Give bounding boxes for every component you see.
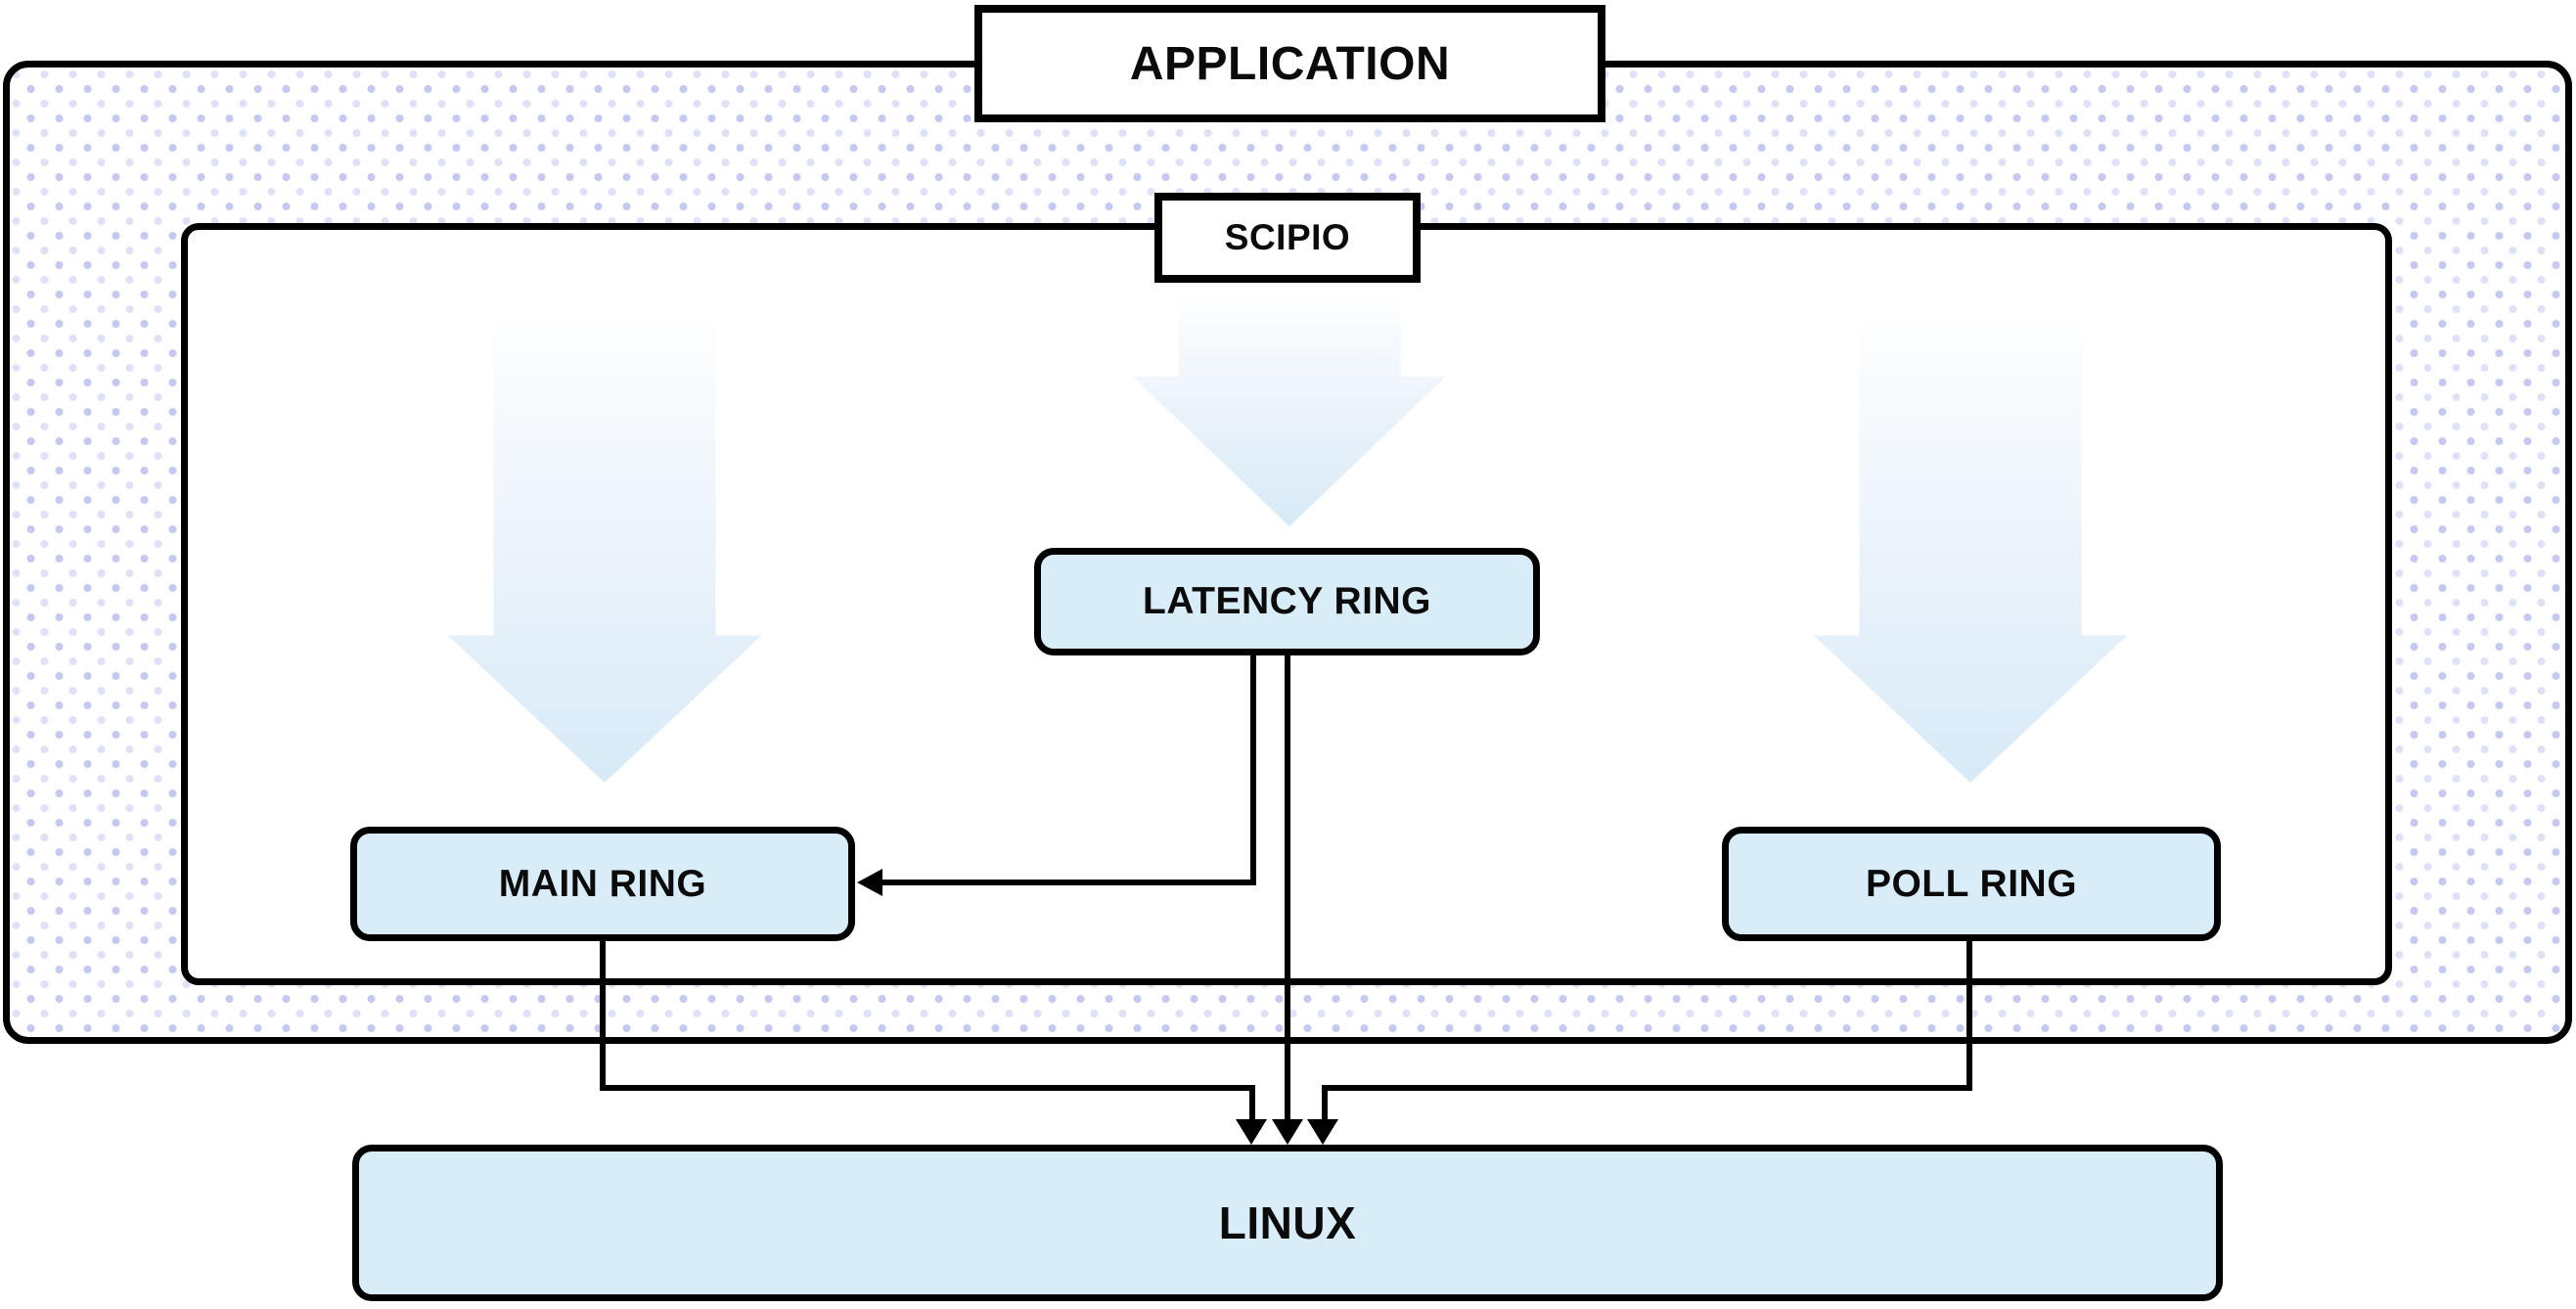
latency-ring-node: LATENCY RING — [1034, 548, 1540, 655]
linux-label: LINUX — [1218, 1197, 1357, 1248]
connector-main-drop — [600, 937, 606, 1091]
connector-poll-horizontal — [1322, 1085, 1972, 1091]
scipio-label: SCIPIO — [1224, 217, 1351, 257]
application-box: APPLICATION — [974, 5, 1605, 122]
connector-poll-drop — [1966, 937, 1972, 1091]
connector-latency-to-main-horizontal — [877, 880, 1256, 885]
poll-ring-label: POLL RING — [1865, 862, 2078, 905]
arrowhead-latency-to-linux-icon — [1272, 1119, 1303, 1145]
connector-poll-down — [1322, 1085, 1328, 1125]
connector-latency-to-linux — [1285, 653, 1290, 1125]
arrowhead-into-main-ring-icon — [857, 869, 882, 896]
latency-ring-label: LATENCY RING — [1143, 580, 1431, 622]
connector-latency-to-main-vertical — [1250, 653, 1256, 885]
arrowhead-poll-to-linux-icon — [1307, 1119, 1338, 1145]
poll-ring-node: POLL RING — [1722, 827, 2221, 941]
main-ring-label: MAIN RING — [498, 862, 707, 905]
connector-main-down — [1249, 1085, 1255, 1125]
linux-node: LINUX — [352, 1145, 2223, 1301]
application-label: APPLICATION — [1129, 37, 1451, 90]
connector-main-horizontal — [600, 1085, 1255, 1091]
main-ring-node: MAIN RING — [350, 827, 855, 941]
scipio-box: SCIPIO — [1154, 193, 1421, 283]
arrowhead-main-to-linux-icon — [1236, 1119, 1267, 1145]
